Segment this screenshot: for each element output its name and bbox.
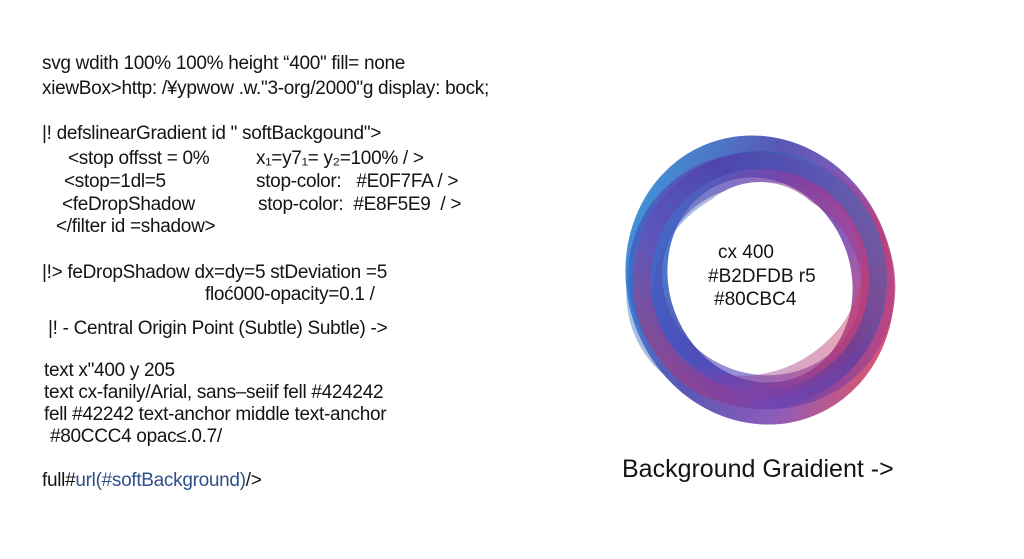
- url-reference: url(#softBackground): [75, 470, 246, 491]
- code-line-10: |! - Central Origin Point (Subtle) Subtl…: [48, 318, 388, 339]
- code-line-9: floć000-opacity=0.1 /: [205, 284, 375, 305]
- code-line-5a: <stop=1dl=5: [64, 171, 166, 192]
- ring-label-1: cx 400: [718, 242, 774, 263]
- code-line-3: |! defslinearGradient id " softBackgound…: [42, 123, 382, 144]
- ring-band-4: [632, 151, 888, 409]
- ring-label-2: #B2DFDB r5: [708, 266, 816, 287]
- code-line-8: |!> feDropShadow dx=dy=5 stDeviation =5: [42, 262, 387, 283]
- code-line-7: </filter id =shadow>: [56, 216, 216, 237]
- code-line-4a: <stop offsst = 0%: [68, 148, 210, 169]
- code-line-6b: stop-color: #E8F5E9 / >: [258, 194, 462, 215]
- caption-text: Background Graidient ->: [622, 455, 894, 483]
- code-line-1: svg wdith 100% 100% height “400" fill= n…: [42, 53, 406, 74]
- code-line-12: text cx-fanily/Arial, sans–seiif fell #4…: [44, 382, 384, 403]
- gradient-ring-svg: [625, 135, 896, 425]
- code-line-15-prefix: full#: [42, 470, 76, 491]
- code-line-15: full#url(#softBackground)/>: [42, 470, 262, 492]
- code-line-13: fell #42242 text-anchor middle text-anch…: [44, 404, 387, 425]
- gradient-ring: cx 400 #B2DFDB r5 #80CBC4: [610, 130, 910, 430]
- code-line-14: #80CCC4 opac≤.0.7/: [50, 426, 222, 447]
- code-line-2: xiewBox>http: /¥ypwow .w."3-org/2000"g d…: [42, 78, 489, 99]
- ring-label-3: #80CBC4: [714, 289, 797, 310]
- code-line-5b: stop-color: #E0F7FA / >: [256, 171, 459, 192]
- code-line-11: text x"400 y 205: [44, 360, 175, 381]
- code-line-4b: x₁=y7₁= y₂=100% / >: [256, 148, 424, 169]
- code-line-6a: <feDropShadow: [62, 194, 195, 215]
- code-line-15-suffix: />: [245, 470, 262, 491]
- ring-center: [678, 182, 842, 362]
